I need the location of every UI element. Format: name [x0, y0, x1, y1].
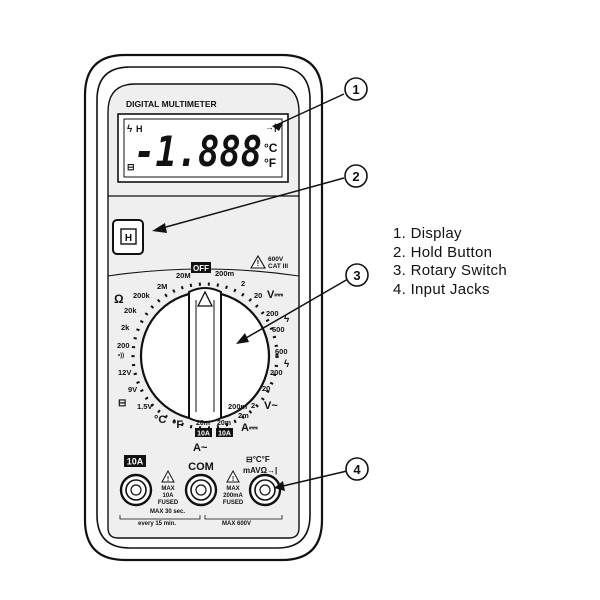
- diode-indicator-icon: →|: [265, 122, 277, 132]
- warn-ma-line: FUSED: [223, 500, 244, 506]
- jack-v-label-bottom: mAVΩ→|: [243, 466, 277, 475]
- range-label: 20m: [217, 420, 231, 427]
- rating-text-line: CAT III: [268, 263, 288, 270]
- lcd-display: ϟ H ⊟ -1.888 →| °C °F: [117, 113, 289, 183]
- time-limit-note: MAX 30 sec.: [150, 509, 185, 515]
- legend-item-input-jacks: 4. Input Jacks: [393, 280, 490, 298]
- range-label: 200m: [228, 402, 248, 411]
- range-label: 600: [275, 347, 288, 356]
- jack-10a[interactable]: [119, 473, 153, 507]
- off-label: OFF: [193, 264, 209, 273]
- range-label: 20: [254, 291, 262, 300]
- range-label: 20m: [196, 420, 210, 427]
- time-limit-note: every 15 min.: [138, 521, 176, 527]
- range-label: 600: [272, 325, 285, 334]
- svg-text:3: 3: [353, 268, 360, 283]
- hold-indicator: H: [136, 124, 143, 134]
- range-label: 9V: [128, 385, 137, 394]
- range-label: 200: [266, 309, 279, 318]
- jack-com[interactable]: [184, 473, 218, 507]
- hold-button-label: H: [125, 233, 132, 244]
- lightning-indicator-icon: ϟ: [127, 124, 133, 135]
- battery-icon: ⊟: [118, 398, 126, 409]
- callout-1: 1: [344, 77, 368, 101]
- warn-10a-line: FUSED: [158, 500, 179, 506]
- dial-labels: OFF 20M 2M 200k 20k 2k 200 12V 9V 1.5V 2…: [114, 262, 290, 454]
- range-label-10a: 10A: [197, 431, 210, 438]
- legend-item-hold-button: 2. Hold Button: [393, 243, 493, 261]
- range-label: 20k: [124, 306, 137, 315]
- warn-10a-line: MAX: [161, 486, 174, 492]
- max-voltage-note: MAX 600V: [222, 521, 251, 527]
- celsius-range-label: °C: [154, 414, 166, 426]
- fahrenheit-range-label: °F: [172, 419, 183, 431]
- jack-com-label: COM: [188, 461, 214, 473]
- celsius-indicator: °C: [264, 141, 278, 155]
- dc-volts-icon: V⎓: [267, 289, 283, 301]
- ac-volts-icon: V~: [264, 400, 278, 412]
- lcd-digits: -1.888: [134, 127, 262, 176]
- fahrenheit-indicator: °F: [264, 156, 276, 170]
- svg-text:1: 1: [352, 82, 359, 97]
- jack-10a-label: 10A: [127, 457, 144, 467]
- range-label: 2: [241, 279, 245, 288]
- ac-amps-icon: A~: [193, 442, 208, 454]
- callout-4: 4: [345, 457, 369, 481]
- lightning-icon: ϟ: [284, 359, 290, 370]
- callout-lines: [152, 93, 349, 491]
- range-label: 2k: [121, 323, 130, 332]
- svg-text:!: !: [257, 259, 260, 268]
- range-label: 200: [270, 368, 283, 377]
- svg-text:4: 4: [353, 462, 361, 477]
- range-label: 200m: [215, 269, 235, 278]
- range-label: 2: [251, 401, 255, 410]
- range-label: 200: [117, 341, 130, 350]
- legend: 1. Display 2. Hold Button 3. Rotary Swit…: [393, 225, 507, 299]
- range-label: 2M: [157, 282, 167, 291]
- input-jacks: 10A COM ⊟°C°F mAVΩ→| ! MAX 10A FUSED ! M…: [119, 455, 283, 527]
- legend-item-rotary-switch: 3. Rotary Switch: [393, 262, 508, 279]
- warn-ma-line: 200mA: [223, 493, 243, 499]
- rating-text-line: 600V: [268, 256, 284, 263]
- range-label: 20: [262, 384, 270, 393]
- range-label: 200k: [133, 291, 151, 300]
- jack-v-label-top: ⊟°C°F: [246, 455, 270, 464]
- svg-text:!: !: [232, 476, 234, 483]
- callout-3: 3: [345, 263, 369, 287]
- legend-item-display: 1. Display: [393, 225, 462, 242]
- jack-v-ohm-ma[interactable]: [248, 473, 282, 507]
- battery-indicator-icon: ⊟: [127, 162, 135, 172]
- lightning-icon: ϟ: [284, 314, 290, 325]
- range-label: 2m: [238, 411, 249, 420]
- svg-text:!: !: [167, 476, 169, 483]
- svg-text:2: 2: [352, 169, 359, 184]
- warn-10a-line: 10A: [162, 493, 174, 499]
- range-label: 20M: [176, 271, 191, 280]
- callout-2: 2: [344, 164, 368, 188]
- ohm-icon: Ω: [114, 292, 124, 306]
- range-label-10a: 10A: [218, 431, 231, 438]
- dc-amps-icon: A⎓: [241, 422, 258, 434]
- brand-label: DIGITAL MULTIMETER: [126, 99, 217, 109]
- range-label: 1.5V: [137, 402, 152, 411]
- hold-button[interactable]: H: [112, 219, 144, 255]
- warn-ma-line: MAX: [226, 486, 239, 492]
- range-label: 12V: [118, 368, 131, 377]
- buzzer-icon: •)): [118, 353, 124, 359]
- rotary-switch[interactable]: [131, 282, 279, 430]
